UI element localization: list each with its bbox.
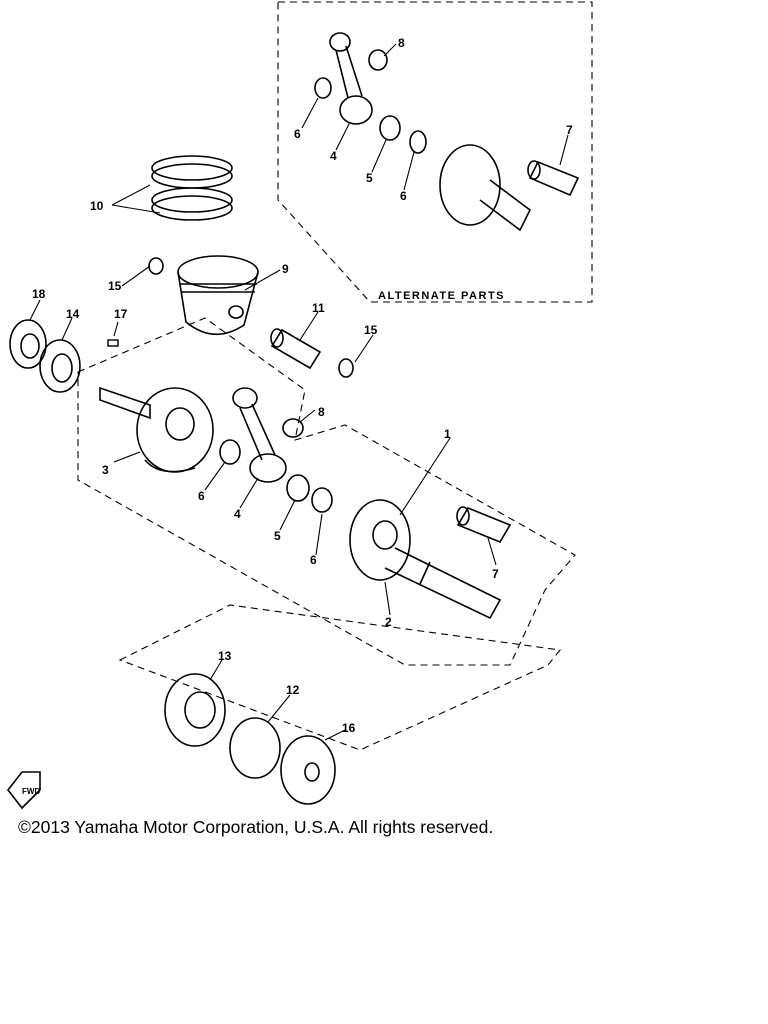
forward-mark: FWD <box>22 787 40 796</box>
bearing-circlip <box>229 717 281 779</box>
leader-lines <box>29 43 569 741</box>
label-6a: 6 <box>198 489 205 503</box>
label-10: 10 <box>90 199 104 213</box>
needle-bearings <box>282 418 310 502</box>
alternate-thrust-washers <box>314 77 427 154</box>
woodruff-key <box>107 339 119 347</box>
label-13: 13 <box>218 649 232 663</box>
crankshaft-assembly-outline <box>77 317 576 666</box>
thrust-washers <box>219 439 333 513</box>
label-14: 14 <box>66 307 80 321</box>
label-2: 2 <box>385 615 392 629</box>
label-15a: 15 <box>108 279 122 293</box>
oil-seal-left <box>9 319 47 369</box>
part-labels: 1 2 3 4 4 5 5 6 6 6 6 7 7 8 8 9 10 11 12… <box>32 36 573 735</box>
label-7-alt: 7 <box>566 123 573 137</box>
label-6b: 6 <box>310 553 317 567</box>
crank-half-left <box>99 386 214 473</box>
piston-rings <box>151 155 233 221</box>
connecting-rod <box>232 387 287 483</box>
piston <box>177 255 259 336</box>
label-11: 11 <box>312 301 325 315</box>
copyright-notice: ©2013 Yamaha Motor Corporation, U.S.A. A… <box>18 817 494 837</box>
label-5: 5 <box>274 529 281 543</box>
alternate-connecting-rod <box>329 32 373 125</box>
piston-pin <box>270 328 322 370</box>
crank-washer <box>280 735 336 805</box>
label-15b: 15 <box>364 323 378 337</box>
label-9: 9 <box>282 262 289 276</box>
bearing-right <box>164 673 226 747</box>
label-6c: 6 <box>294 127 301 141</box>
piston-pin-clips <box>148 257 354 378</box>
label-16: 16 <box>342 721 356 735</box>
label-18: 18 <box>32 287 46 301</box>
forward-arrow-icon <box>6 771 41 810</box>
alternate-parts-title: ALTERNATE PARTS <box>378 290 505 302</box>
bearing-left <box>39 339 81 393</box>
label-4: 4 <box>234 507 241 521</box>
crank-half-right <box>349 499 502 620</box>
label-7: 7 <box>492 567 499 581</box>
alternate-crank-pin <box>527 160 580 197</box>
label-17: 17 <box>114 307 128 321</box>
label-4-alt: 4 <box>330 149 337 163</box>
label-5-alt: 5 <box>366 171 373 185</box>
alternate-needle-bearings <box>368 49 401 141</box>
alternate-parts-box: ALTERNATE PARTS <box>277 1 593 303</box>
bearing-group-outline <box>118 604 562 751</box>
label-8-alt: 8 <box>398 36 405 50</box>
label-12: 12 <box>286 683 300 697</box>
crank-pin <box>456 506 512 544</box>
label-3: 3 <box>102 463 109 477</box>
label-8: 8 <box>318 405 325 419</box>
label-1: 1 <box>444 427 451 441</box>
alternate-crank-half <box>439 144 532 232</box>
label-6d: 6 <box>400 189 407 203</box>
